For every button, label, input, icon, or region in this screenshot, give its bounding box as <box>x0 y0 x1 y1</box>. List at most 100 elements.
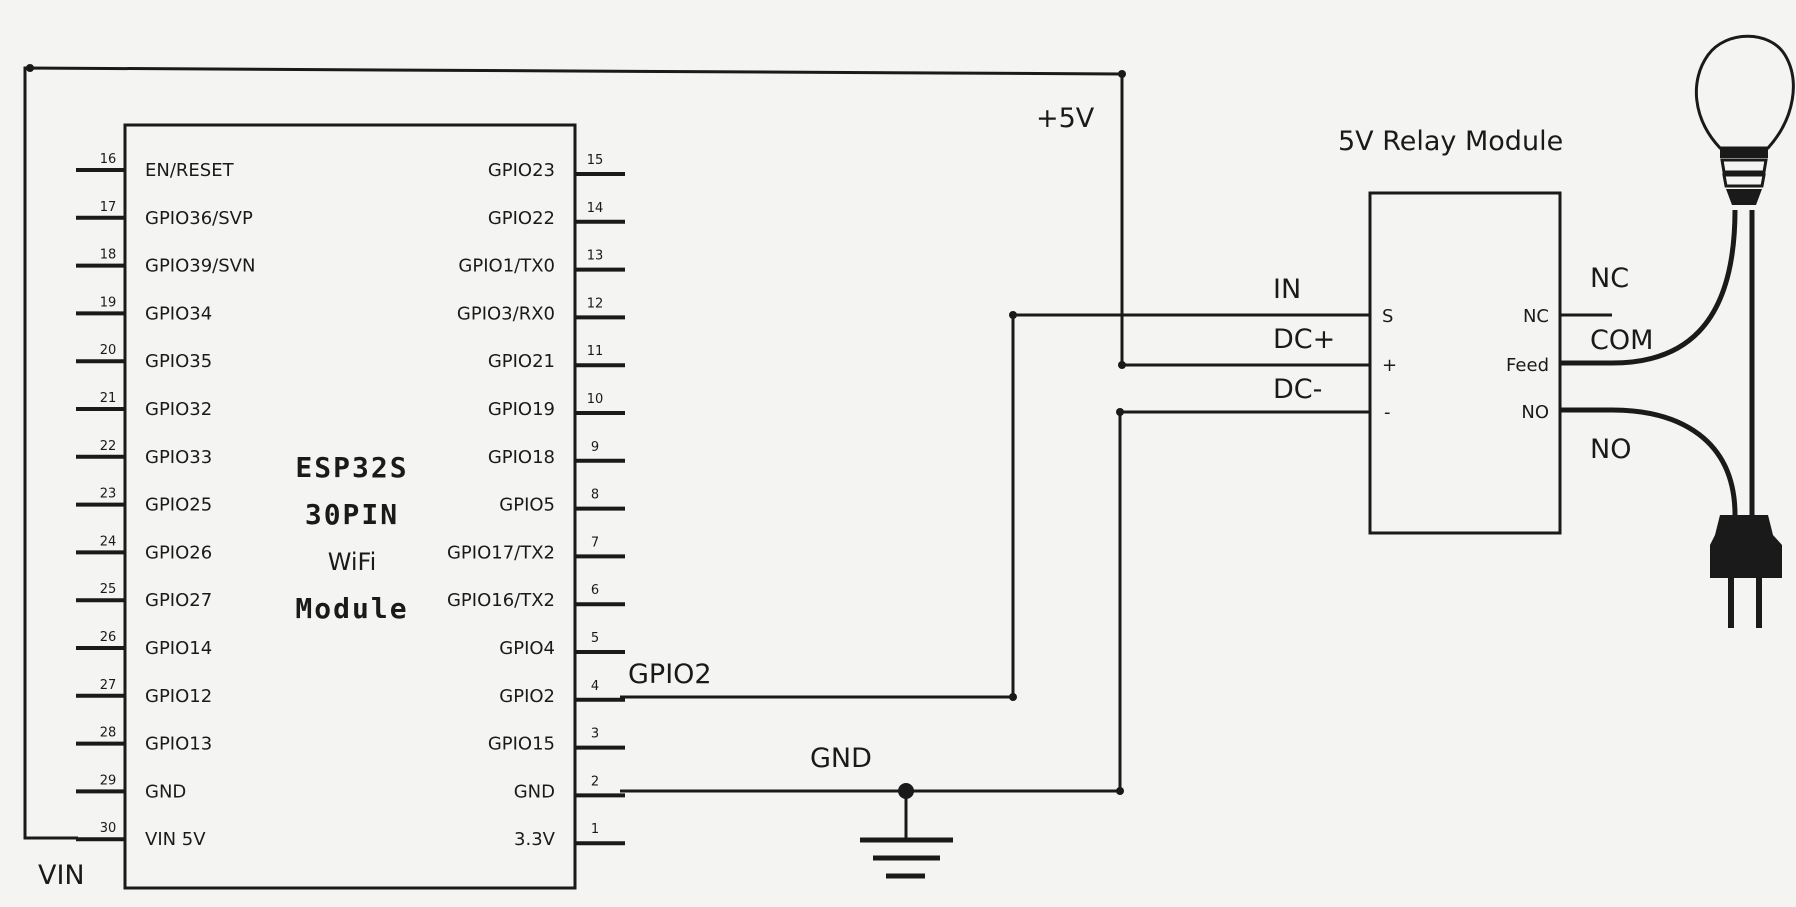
right-pin-number: 3 <box>591 727 599 742</box>
left-pin-number: 30 <box>100 821 117 836</box>
esp32-name-line4: Module <box>295 592 408 625</box>
right-pin-label: GPIO19 <box>488 399 555 420</box>
right-pin-label: GPIO23 <box>488 160 555 181</box>
relay-pin-no: NO <box>1521 402 1549 423</box>
left-pin-label: GPIO26 <box>145 542 212 563</box>
right-pin-number: 2 <box>591 774 599 789</box>
right-pin-label: GPIO5 <box>499 495 555 516</box>
right-pin-number: 6 <box>591 583 599 598</box>
relay-pin-feed: Feed <box>1506 355 1549 376</box>
left-pin-label: GPIO36/SVP <box>145 208 253 229</box>
left-pin-number: 22 <box>100 439 117 454</box>
relay-pin-s: S <box>1382 306 1393 327</box>
left-pin-label: EN/RESET <box>145 160 235 181</box>
right-pin-label: GPIO1/TX0 <box>458 256 555 277</box>
left-pin-number: 23 <box>100 487 117 502</box>
left-pin-label: GPIO12 <box>145 686 212 707</box>
left-pin-number: 29 <box>100 773 117 788</box>
power-plug-icon <box>1710 515 1782 628</box>
right-pin-number: 1 <box>591 822 599 837</box>
right-pin-label: GPIO3/RX0 <box>457 303 555 324</box>
gpio2-wire-label: GPIO2 <box>628 659 712 690</box>
left-pin-number: 19 <box>100 295 117 310</box>
dcminus-corner-dot <box>1116 408 1124 416</box>
no-output-label: NO <box>1590 434 1631 465</box>
esp32-name-line1: ESP32S <box>295 451 408 484</box>
left-pin-label: GPIO33 <box>145 447 212 468</box>
right-pin-number: 11 <box>587 344 604 359</box>
light-bulb-icon <box>1694 34 1795 205</box>
left-pin-label: GND <box>145 781 186 802</box>
ground-symbol-icon <box>860 791 953 879</box>
left-pin-label: GPIO32 <box>145 399 212 420</box>
left-pin-label: GPIO34 <box>145 303 212 324</box>
right-pin-label: GPIO17/TX2 <box>447 542 555 563</box>
right-pin-number: 5 <box>591 631 599 646</box>
left-pin-label: GPIO35 <box>145 351 212 372</box>
left-pin-number: 26 <box>100 630 117 645</box>
left-pin-number: 20 <box>100 343 117 358</box>
gpio2-signal-wire <box>620 313 1370 699</box>
right-pin-label: GPIO16/TX2 <box>447 590 555 611</box>
plus5v-label: +5V <box>1036 103 1095 134</box>
dcminus-wire-label: DC- <box>1273 374 1322 405</box>
left-pin-number: 18 <box>100 248 117 263</box>
right-pin-number: 14 <box>587 201 604 216</box>
dcplus-junction-dot <box>1118 361 1126 369</box>
no-to-plug-wire <box>1560 407 1738 516</box>
right-pin-label: GPIO2 <box>499 686 555 707</box>
left-pin-number: 28 <box>100 726 117 741</box>
right-pin-number: 4 <box>591 679 599 694</box>
right-pin-label: GPIO15 <box>488 734 555 755</box>
in-wire-label: IN <box>1273 274 1301 305</box>
left-pin-number: 27 <box>100 678 117 693</box>
nc-output-label: NC <box>1590 263 1629 294</box>
com-output-label: COM <box>1590 325 1653 356</box>
right-pin-number: 8 <box>591 488 599 503</box>
left-pin-number: 17 <box>100 200 117 215</box>
right-pin-label: GPIO22 <box>488 208 555 229</box>
esp32-name-line3: WiFi <box>328 548 377 576</box>
relay-pin-nc: NC <box>1523 306 1549 327</box>
left-pin-number: 16 <box>100 152 117 167</box>
esp32-name-line2: 30PIN <box>305 498 399 531</box>
right-pin-number: 10 <box>587 392 604 407</box>
right-pin-label: GPIO18 <box>488 447 555 468</box>
vin-5v-wire <box>23 66 1370 840</box>
left-pin-label: GPIO13 <box>145 734 212 755</box>
relay-title: 5V Relay Module <box>1338 126 1563 157</box>
vin-junction-dot <box>26 64 34 72</box>
right-pin-number: 12 <box>587 296 604 311</box>
left-pin-number: 24 <box>100 534 117 549</box>
gpio2-corner-dot <box>1009 693 1017 701</box>
plus5v-corner-dot <box>1118 70 1126 78</box>
esp32-right-pin-group: 15GPIO2314GPIO2213GPIO1/TX012GPIO3/RX011… <box>447 153 625 850</box>
left-pin-label: VIN 5V <box>145 829 206 850</box>
right-pin-number: 9 <box>591 440 599 455</box>
gnd-wire-label: GND <box>810 743 872 774</box>
left-pin-label: GPIO27 <box>145 590 212 611</box>
left-pin-number: 21 <box>100 391 117 406</box>
right-pin-label: GPIO21 <box>488 351 555 372</box>
right-pin-label: GPIO4 <box>499 638 555 659</box>
left-pin-number: 25 <box>100 582 117 597</box>
vin-label: VIN <box>38 860 85 891</box>
right-pin-number: 15 <box>587 153 604 168</box>
in-corner-dot <box>1009 311 1017 319</box>
relay-pin-plus: + <box>1382 355 1397 376</box>
gnd-wire <box>620 410 1370 793</box>
right-pin-label: GND <box>514 781 555 802</box>
relay-pin-minus: - <box>1384 402 1391 423</box>
right-pin-number: 7 <box>591 535 599 550</box>
left-pin-label: GPIO39/SVN <box>145 256 255 277</box>
left-pin-label: GPIO25 <box>145 495 212 516</box>
right-pin-number: 13 <box>587 249 604 264</box>
gnd-corner-dot <box>1116 787 1124 795</box>
dcplus-wire-label: DC+ <box>1273 324 1335 355</box>
com-to-bulb-wire <box>1560 209 1738 366</box>
right-pin-label: 3.3V <box>514 829 556 850</box>
left-pin-label: GPIO14 <box>145 638 212 659</box>
